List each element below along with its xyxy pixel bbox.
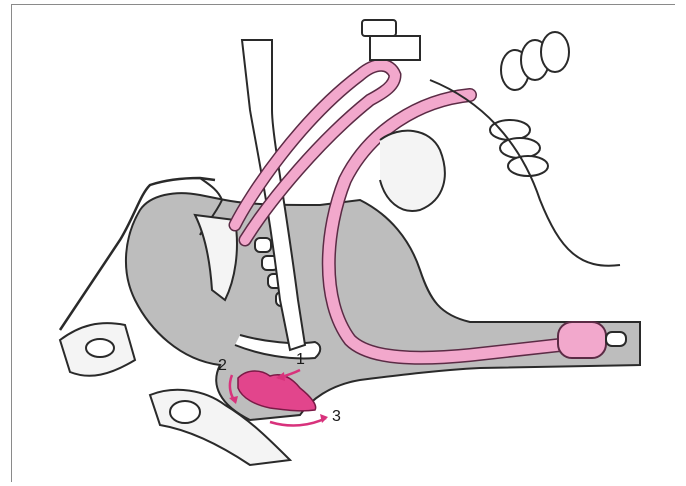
label-1: 1: [296, 351, 305, 368]
label-2: 2: [218, 357, 227, 374]
bone-cavity: [86, 339, 114, 357]
inner-skull-contour: [380, 131, 445, 211]
clamp-body: [370, 36, 420, 60]
label-3: 3: [332, 408, 341, 425]
tube-tip: [606, 332, 626, 346]
ventilator-bellows: [490, 32, 569, 176]
tube-cuff-balloon: [558, 322, 606, 358]
lower-bone-cavity: [170, 401, 200, 423]
clamp-knob: [362, 20, 396, 36]
